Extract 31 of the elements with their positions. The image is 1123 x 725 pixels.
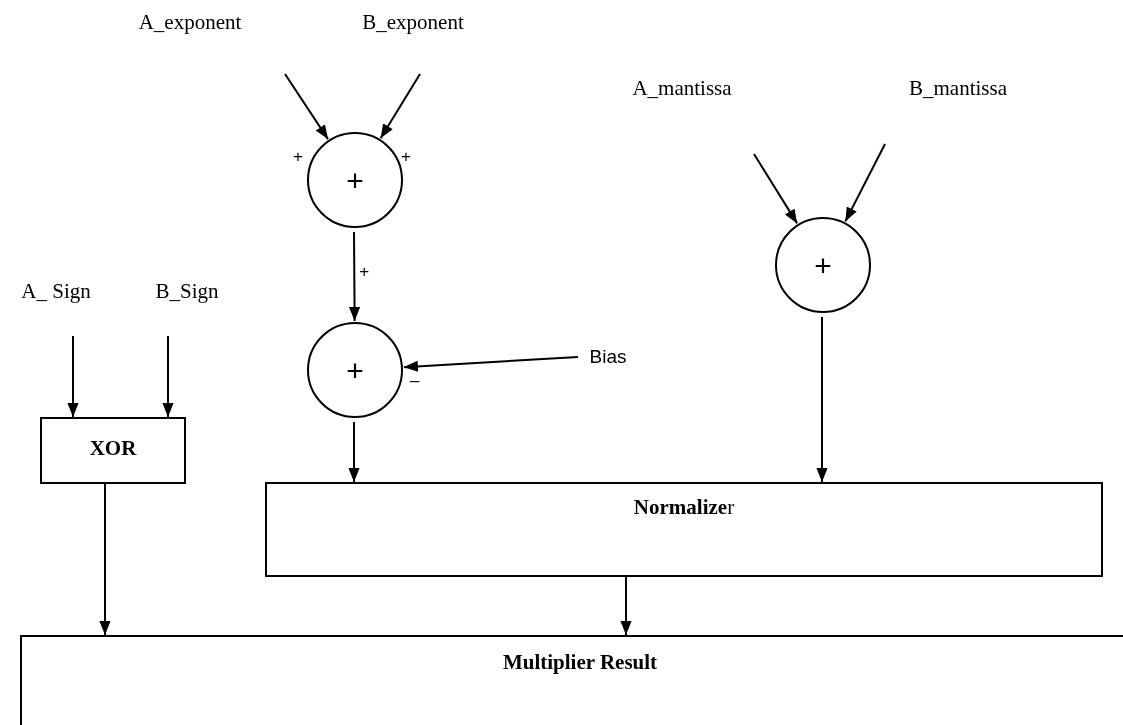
arrow xyxy=(620,576,632,636)
block-label: XOR xyxy=(89,437,137,461)
signal-label: Bias xyxy=(589,346,627,368)
block-label: Multiplier Result xyxy=(502,651,658,675)
block-box xyxy=(265,482,1103,577)
arrow xyxy=(402,356,579,372)
input-sign: + xyxy=(401,148,411,165)
plus-sign: + xyxy=(346,353,364,387)
signal-label: B_exponent xyxy=(362,11,464,35)
plus-sign: + xyxy=(346,163,364,197)
block-box xyxy=(20,635,1123,725)
arrow xyxy=(379,73,421,140)
plus-sign: + xyxy=(814,248,832,282)
arrow xyxy=(348,421,360,483)
block-box xyxy=(40,417,186,484)
arrow xyxy=(844,143,886,223)
signal-label: A_exponent xyxy=(138,11,242,35)
arrow xyxy=(162,335,174,418)
input-sign: – xyxy=(410,372,420,389)
arrow xyxy=(67,335,79,418)
arrow xyxy=(348,231,361,322)
signal-label: B_mantissa xyxy=(909,77,1007,101)
arrow xyxy=(753,153,799,225)
arrow xyxy=(284,73,329,141)
block-label: Normalizer xyxy=(633,496,735,520)
signal-label: A_ Sign xyxy=(21,280,91,304)
signal-label: A_mantissa xyxy=(632,77,732,101)
signal-label: B_Sign xyxy=(155,280,219,304)
input-sign: + xyxy=(293,148,303,165)
arrow xyxy=(99,483,111,636)
arrow xyxy=(816,316,828,483)
